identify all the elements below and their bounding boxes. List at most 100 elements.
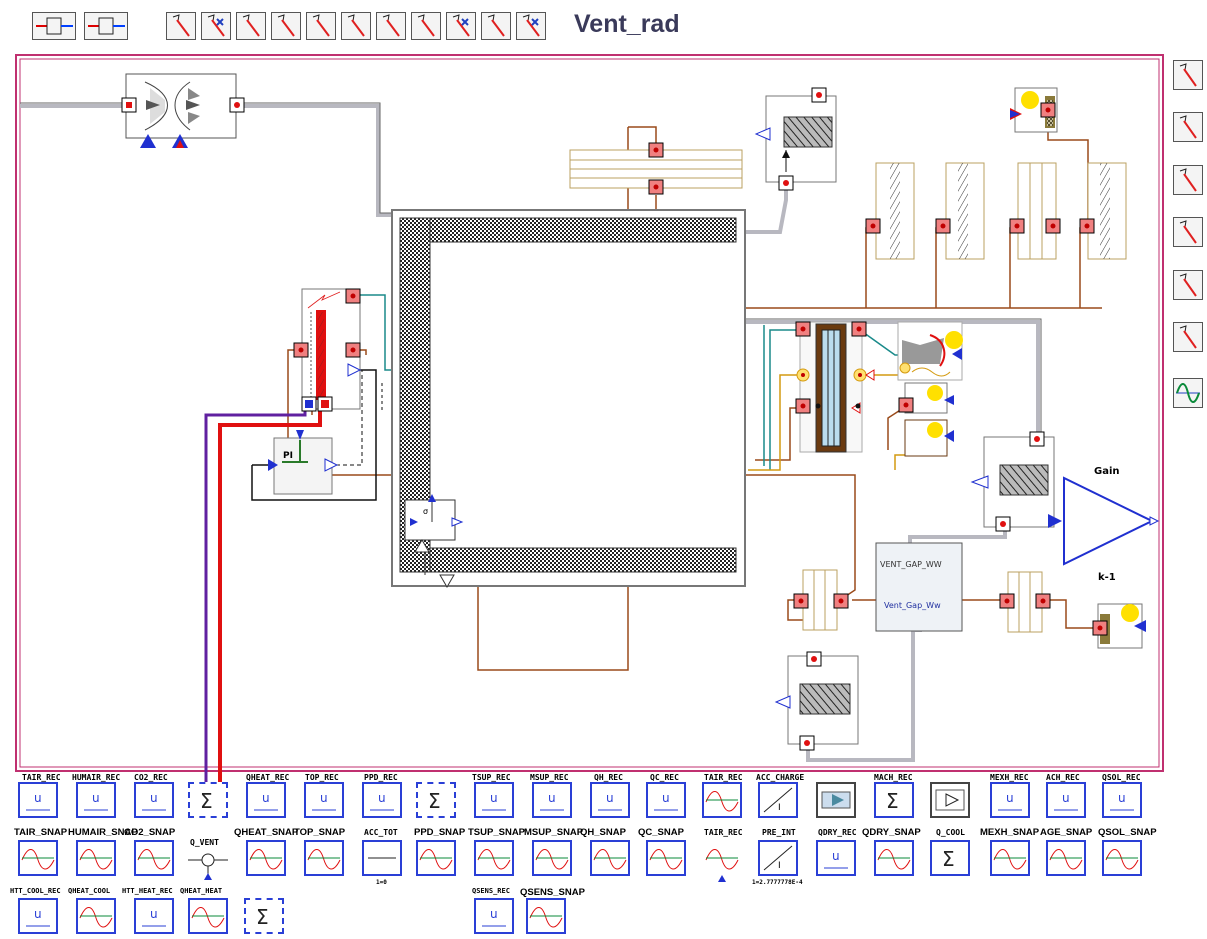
- scope-block[interactable]: [702, 840, 742, 882]
- tool-button-8[interactable]: [411, 12, 441, 40]
- wand-icon: [487, 14, 505, 37]
- gain-block[interactable]: Gain k-1: [1048, 466, 1160, 583]
- layered-wall-right[interactable]: [999, 571, 1051, 633]
- scope-block[interactable]: [76, 898, 116, 934]
- page-title: Vent_rad: [574, 10, 680, 38]
- tool-button-7[interactable]: [376, 12, 406, 40]
- row2-label: Q_VENT: [190, 838, 219, 847]
- recorder-block[interactable]: u: [76, 782, 116, 818]
- recorder-block[interactable]: u: [1102, 782, 1142, 818]
- scope-block[interactable]: [702, 782, 742, 818]
- scope-block[interactable]: [646, 840, 686, 876]
- wall-segments[interactable]: [865, 162, 1127, 260]
- scope-block[interactable]: [246, 840, 286, 876]
- vent-gap-block[interactable]: VENT_GAP_WW Vent_Gap_Ww: [875, 542, 963, 632]
- sum-block[interactable]: Σ: [244, 898, 284, 934]
- tool-button-1[interactable]: [166, 12, 196, 40]
- tool-button-4[interactable]: [271, 12, 301, 40]
- integrator-block[interactable]: I: [758, 782, 798, 818]
- heater-block[interactable]: [293, 288, 362, 412]
- q-vent-sensor[interactable]: [188, 846, 228, 882]
- side-tool-button-2[interactable]: [1173, 112, 1203, 142]
- tool-button-2[interactable]: [201, 12, 231, 40]
- tool-button-6[interactable]: [341, 12, 371, 40]
- connector-left-button[interactable]: [32, 12, 76, 40]
- inlet-damper-block[interactable]: [121, 73, 245, 148]
- connector-right-button[interactable]: [84, 12, 128, 40]
- recorder-block[interactable]: u: [532, 782, 572, 818]
- side-tool-button-3[interactable]: [1173, 165, 1203, 195]
- sum-block[interactable]: Σ: [874, 782, 914, 818]
- layered-wall-top[interactable]: [569, 142, 743, 195]
- recorder-block[interactable]: u: [990, 782, 1030, 818]
- scope-block[interactable]: [990, 840, 1030, 876]
- side-tool-button-5[interactable]: [1173, 270, 1203, 300]
- scope-block[interactable]: [304, 840, 344, 876]
- layered-wall-left[interactable]: [793, 569, 849, 631]
- recorder-block[interactable]: u: [816, 840, 856, 876]
- sum-block[interactable]: Σ: [416, 782, 456, 818]
- svg-text:u: u: [832, 849, 840, 863]
- scope-block[interactable]: [526, 898, 566, 934]
- recorder-block[interactable]: u: [304, 782, 344, 818]
- room-zone-block[interactable]: σ: [391, 209, 746, 588]
- solar-right[interactable]: [1092, 603, 1146, 649]
- scope-block[interactable]: [1046, 840, 1086, 876]
- tool-button-9[interactable]: [446, 12, 476, 40]
- recorder-block[interactable]: u: [134, 898, 174, 934]
- svg-text:Σ: Σ: [200, 789, 213, 813]
- recorder-block[interactable]: u: [362, 782, 402, 818]
- wand-cross-icon: [522, 14, 540, 37]
- recorder-block[interactable]: u: [646, 782, 686, 818]
- sum-block[interactable]: Σ: [188, 782, 228, 818]
- shading-block[interactable]: [897, 321, 963, 381]
- solar-window-1[interactable]: [898, 382, 954, 414]
- tool-button-5[interactable]: [306, 12, 336, 40]
- scope-block[interactable]: [416, 840, 456, 876]
- scope-block[interactable]: [532, 840, 572, 876]
- scope-block[interactable]: [1102, 840, 1142, 876]
- solar-window-2[interactable]: [904, 419, 954, 457]
- scope-block[interactable]: [874, 840, 914, 876]
- row2-label: TAIR_SNAP: [14, 827, 68, 838]
- tool-button-10[interactable]: [481, 12, 511, 40]
- scope-block[interactable]: [474, 840, 514, 876]
- row2-label: PRE_INT: [762, 828, 796, 837]
- wand-icon: [382, 14, 400, 37]
- wand-icon: [242, 14, 260, 37]
- arrow-block[interactable]: [816, 782, 856, 818]
- recorder-block[interactable]: u: [18, 782, 58, 818]
- window-glazing-block[interactable]: [795, 321, 875, 453]
- scope-block[interactable]: [76, 840, 116, 876]
- side-tool-button-6[interactable]: [1173, 322, 1203, 352]
- scope-block[interactable]: [134, 840, 174, 876]
- arrow-block[interactable]: [930, 782, 970, 818]
- recorder-block[interactable]: u: [246, 782, 286, 818]
- solar-top[interactable]: [1010, 87, 1058, 133]
- integrator-block[interactable]: I: [758, 840, 798, 876]
- exchanger-bottom[interactable]: [774, 651, 859, 751]
- tool-button-11[interactable]: [516, 12, 546, 40]
- tool-button-3[interactable]: [236, 12, 266, 40]
- recorder-block[interactable]: u: [18, 898, 58, 934]
- exchanger-top[interactable]: [754, 87, 837, 191]
- side-tool-button-1[interactable]: [1173, 60, 1203, 90]
- gain-value: k-1: [1098, 572, 1116, 583]
- svg-text:Σ: Σ: [886, 789, 899, 813]
- red-wire: [218, 405, 322, 786]
- recorder-block[interactable]: u: [474, 898, 514, 934]
- recorder-block[interactable]: u: [1046, 782, 1086, 818]
- recorder-block[interactable]: u: [590, 782, 630, 818]
- pi-controller-block[interactable]: PI: [268, 430, 339, 495]
- scope-block[interactable]: [590, 840, 630, 876]
- recorder-block[interactable]: u: [134, 782, 174, 818]
- scope-block[interactable]: [188, 898, 228, 934]
- sum-block[interactable]: Σ: [930, 840, 970, 876]
- side-tool-button-4[interactable]: [1173, 217, 1203, 247]
- recorder-block[interactable]: u: [474, 782, 514, 818]
- constant-block[interactable]: [362, 840, 402, 876]
- scope-block[interactable]: [18, 840, 58, 876]
- row1-label: QSOL_REC: [1102, 773, 1141, 782]
- exchanger-right[interactable]: [970, 431, 1055, 532]
- side-signal-button[interactable]: [1173, 378, 1203, 408]
